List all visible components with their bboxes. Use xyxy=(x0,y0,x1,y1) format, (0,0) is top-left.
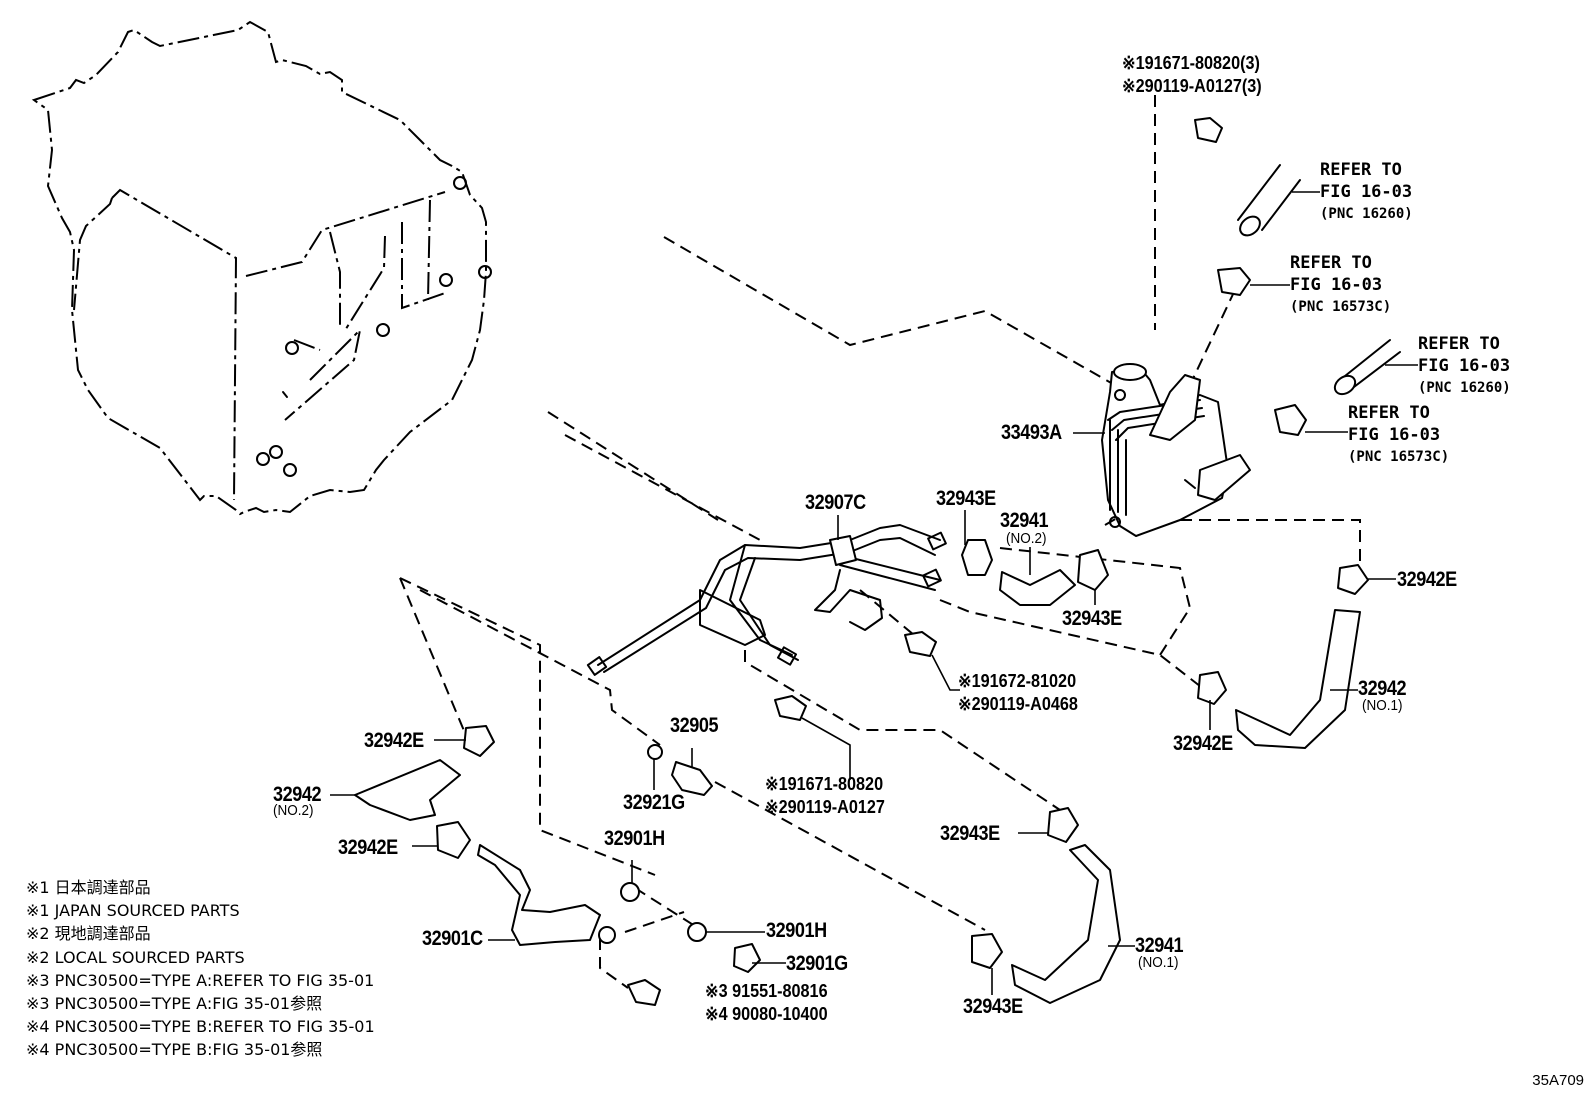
reference-line: REFER TO xyxy=(1290,253,1372,273)
bolt-part-number: ※191671-80820(3) xyxy=(1122,53,1260,73)
legend-item: ※1 JAPAN SOURCED PARTS xyxy=(26,901,240,921)
part-label-32942[interactable]: 32942 xyxy=(273,783,322,806)
reference-callout[interactable]: REFER TO FIG 16-03 (PNC 16573C) xyxy=(1348,402,1449,468)
reference-line: REFER TO xyxy=(1418,334,1500,354)
part-label-32942E[interactable]: 32942E xyxy=(1173,732,1233,755)
reference-pnc: (PNC 16573C) xyxy=(1348,449,1450,465)
reference-pnc: (PNC 16260) xyxy=(1320,206,1413,222)
reference-pnc: (PNC 16573C) xyxy=(1290,299,1392,315)
part-label-33493A[interactable]: 33493A xyxy=(1001,421,1062,444)
reference-line: FIG 16-03 xyxy=(1418,356,1511,376)
reference-line: FIG 16-03 xyxy=(1348,425,1441,445)
reference-callout[interactable]: REFER TO FIG 16-03 (PNC 16260) xyxy=(1418,333,1511,399)
transmission-housing-outline xyxy=(31,20,492,516)
hoses-and-clamps xyxy=(354,117,1369,1006)
legend-item: ※3 PNC30500=TYPE A:FIG 35-01参照 xyxy=(26,994,323,1014)
part-label-32941[interactable]: 32941 xyxy=(1000,509,1049,532)
refer-parts-top-right xyxy=(1217,164,1418,436)
reference-line: FIG 16-03 xyxy=(1290,275,1383,295)
legend: ※1 日本調達部品 ※1 JAPAN SOURCED PARTS ※2 現地調達… xyxy=(26,876,375,1062)
bolt-part-number: ※3 91551-80816 xyxy=(705,981,828,1001)
legend-item: ※2 LOCAL SOURCED PARTS xyxy=(26,947,245,967)
part-label-32905[interactable]: 32905 xyxy=(670,714,719,737)
reference-callout[interactable]: REFER TO FIG 16-03 (PNC 16260) xyxy=(1320,159,1413,225)
bolt-part-number: ※191672-81020 xyxy=(958,671,1077,691)
legend-item: ※1 日本調達部品 xyxy=(26,878,151,897)
part-sub-label: (NO.1) xyxy=(1362,697,1403,714)
part-sub-label: (NO.1) xyxy=(1138,954,1179,971)
part-label-32943E[interactable]: 32943E xyxy=(940,822,1000,845)
part-label-32941[interactable]: 32941 xyxy=(1135,934,1184,957)
part-label-32901H[interactable]: 32901H xyxy=(604,827,665,850)
legend-item: ※3 PNC30500=TYPE A:REFER TO FIG 35-01 xyxy=(26,970,375,990)
part-label-32901G[interactable]: 32901G xyxy=(786,952,848,975)
bolt-callout-bottom[interactable]: ※3 91551-80816 ※4 90080-10400 xyxy=(705,980,828,1026)
part-label-32901H[interactable]: 32901H xyxy=(766,919,827,942)
dashed-leader-lines xyxy=(399,95,1361,989)
oil-cooler-33493A xyxy=(1101,363,1251,537)
reference-line: REFER TO xyxy=(1320,160,1402,180)
bolt-callout-mid-right[interactable]: ※191672-81020 ※290119-A0468 xyxy=(958,670,1078,716)
figure-id: 35A709 xyxy=(1532,1072,1584,1089)
part-label-32942[interactable]: 32942 xyxy=(1358,677,1407,700)
part-label-32907C[interactable]: 32907C xyxy=(805,491,866,514)
pipe-assembly-32907C xyxy=(586,524,947,676)
bolt-callout-mid[interactable]: ※191671-80820 ※290119-A0127 xyxy=(765,773,885,819)
part-sub-label: (NO.2) xyxy=(273,802,314,819)
part-label-32942E[interactable]: 32942E xyxy=(364,729,424,752)
bolt-part-number: ※290119-A0127(3) xyxy=(1122,76,1262,96)
part-label-32943E[interactable]: 32943E xyxy=(1062,607,1122,630)
legend-item: ※4 PNC30500=TYPE B:REFER TO FIG 35-01 xyxy=(26,1017,375,1037)
bolt-part-number: ※191671-80820 xyxy=(765,774,884,794)
part-sub-label: (NO.2) xyxy=(1006,530,1047,547)
reference-callout[interactable]: REFER TO FIG 16-03 (PNC 16573C) xyxy=(1290,252,1391,318)
reference-pnc: (PNC 16260) xyxy=(1418,380,1511,396)
reference-line: FIG 16-03 xyxy=(1320,182,1413,202)
bolt-part-number: ※290119-A0127 xyxy=(765,797,885,817)
part-label-32943E[interactable]: 32943E xyxy=(963,995,1023,1018)
part-label-32942E[interactable]: 32942E xyxy=(338,836,398,859)
legend-item: ※2 現地調達部品 xyxy=(26,924,151,944)
part-label-32901C[interactable]: 32901C xyxy=(422,927,483,950)
part-label-32942E[interactable]: 32942E xyxy=(1397,568,1457,591)
bolt-callout-top[interactable]: ※191671-80820(3) ※290119-A0127(3) xyxy=(1122,52,1262,98)
part-label-32943E[interactable]: 32943E xyxy=(936,487,996,510)
label-leader-lines xyxy=(330,432,1396,995)
legend-item: ※4 PNC30500=TYPE B:FIG 35-01参照 xyxy=(26,1040,323,1060)
reference-line: REFER TO xyxy=(1348,403,1430,423)
bolt-part-number: ※4 90080-10400 xyxy=(705,1004,828,1024)
bolt-part-number: ※290119-A0468 xyxy=(958,694,1078,714)
part-label-32921G[interactable]: 32921G xyxy=(623,791,685,814)
